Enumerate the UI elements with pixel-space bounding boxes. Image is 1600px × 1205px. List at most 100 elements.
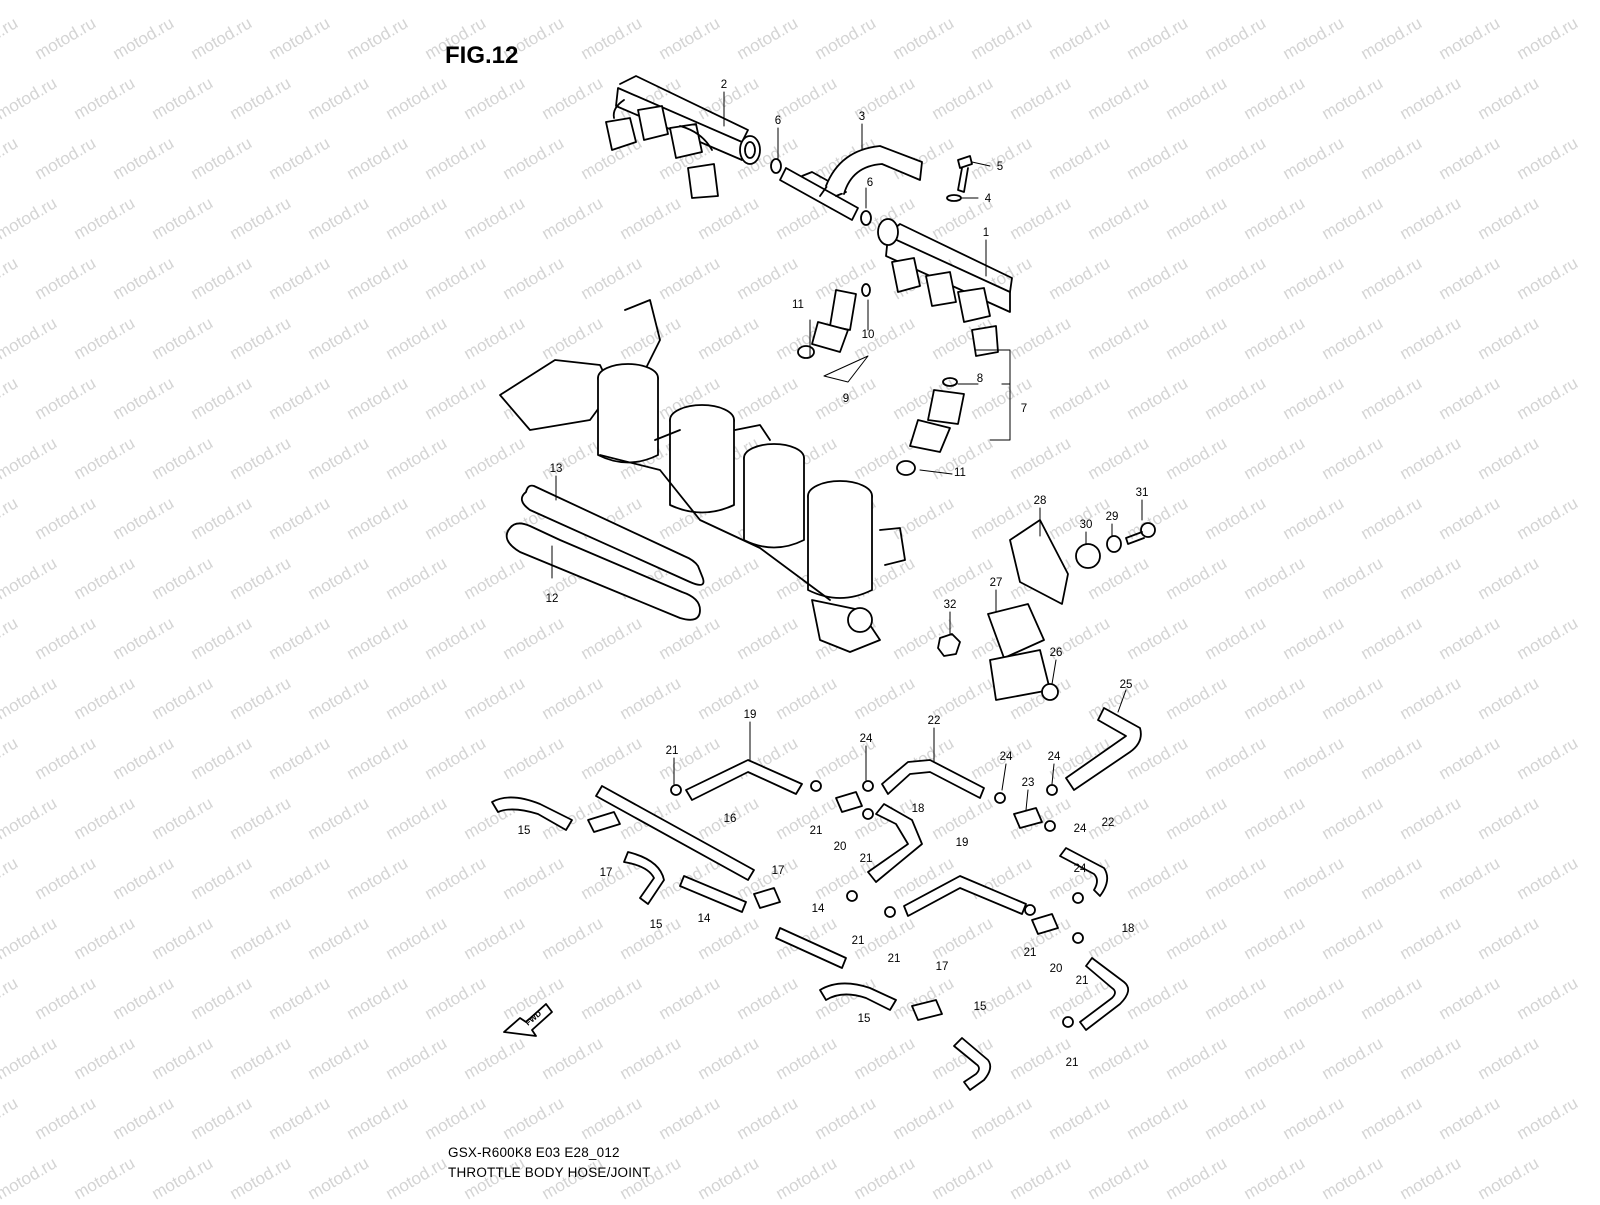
watermark-text: motod.ru bbox=[305, 673, 373, 723]
watermark-text: motod.ru bbox=[1280, 733, 1348, 783]
watermark-text: motod.ru bbox=[1397, 673, 1465, 723]
watermark-text: motod.ru bbox=[851, 1153, 919, 1200]
watermark-text: motod.ru bbox=[1358, 613, 1426, 663]
watermark-text: motod.ru bbox=[539, 193, 607, 243]
o-ring-6b bbox=[860, 210, 872, 226]
callout-c21e: 21 bbox=[888, 953, 901, 965]
o-ring-6a bbox=[770, 158, 782, 174]
watermark-text: motod.ru bbox=[968, 973, 1036, 1023]
watermark-text: motod.ru bbox=[71, 673, 139, 723]
watermark-text: motod.ru bbox=[1514, 133, 1582, 183]
callout-c17c: 17 bbox=[936, 961, 949, 973]
watermark-text: motod.ru bbox=[266, 493, 334, 543]
watermark-text: motod.ru bbox=[1397, 1033, 1465, 1083]
watermark-text: motod.ru bbox=[32, 373, 100, 423]
watermark-text: motod.ru bbox=[149, 433, 217, 483]
watermark-text: motod.ru bbox=[1358, 493, 1426, 543]
watermark-text: motod.ru bbox=[227, 73, 295, 123]
watermark-text: motod.ru bbox=[188, 373, 256, 423]
watermark-text: motod.ru bbox=[1163, 553, 1231, 603]
callout-c4: 4 bbox=[985, 193, 992, 205]
watermark-text: motod.ru bbox=[1319, 313, 1387, 363]
watermark-text: motod.ru bbox=[734, 973, 802, 1023]
bolt-31 bbox=[1125, 522, 1156, 545]
seal-10 bbox=[861, 283, 871, 297]
solenoid-valve-27 bbox=[987, 603, 1051, 701]
callout-c14b: 14 bbox=[812, 903, 825, 915]
watermark-text: motod.ru bbox=[1514, 373, 1582, 423]
watermark-text: motod.ru bbox=[383, 313, 451, 363]
watermark-text: motod.ru bbox=[266, 733, 334, 783]
watermark-text: motod.ru bbox=[1514, 733, 1582, 783]
watermark-text: motod.ru bbox=[110, 853, 178, 903]
watermark-text: motod.ru bbox=[1124, 133, 1192, 183]
watermark-text: motod.ru bbox=[0, 1153, 60, 1200]
watermark-text: motod.ru bbox=[383, 793, 451, 843]
watermark-text: motod.ru bbox=[461, 1033, 529, 1083]
watermark-text: motod.ru bbox=[1436, 1093, 1504, 1143]
watermark-text: motod.ru bbox=[1163, 433, 1231, 483]
watermark-text: motod.ru bbox=[71, 913, 139, 963]
watermark-text: motod.ru bbox=[1202, 733, 1270, 783]
watermark-text: motod.ru bbox=[0, 853, 21, 903]
watermark-text: motod.ru bbox=[1241, 1033, 1309, 1083]
watermark-text: motod.ru bbox=[0, 973, 21, 1023]
watermark-text: motod.ru bbox=[929, 793, 997, 843]
watermark-text: motod.ru bbox=[32, 493, 100, 543]
callout-c6b: 6 bbox=[867, 177, 873, 189]
watermark-text: motod.ru bbox=[383, 673, 451, 723]
callout-c32: 32 bbox=[944, 599, 957, 611]
watermark-text: motod.ru bbox=[500, 853, 568, 903]
callout-c23: 23 bbox=[1022, 777, 1035, 789]
watermark-text: motod.ru bbox=[0, 673, 60, 723]
watermark-text: motod.ru bbox=[1124, 373, 1192, 423]
watermark-text: motod.ru bbox=[149, 673, 217, 723]
watermark-text: motod.ru bbox=[1514, 493, 1582, 543]
watermark-text: motod.ru bbox=[0, 433, 60, 483]
watermark-text: motod.ru bbox=[305, 793, 373, 843]
watermark-text: motod.ru bbox=[344, 133, 412, 183]
watermark-text: motod.ru bbox=[32, 1093, 100, 1143]
watermark-text: motod.ru bbox=[1514, 973, 1582, 1023]
watermark-text: motod.ru bbox=[71, 0, 139, 3]
watermark-text: motod.ru bbox=[656, 13, 724, 63]
watermark-text: motod.ru bbox=[1241, 0, 1309, 3]
watermark-text: motod.ru bbox=[656, 1093, 724, 1143]
watermark-text: motod.ru bbox=[578, 613, 646, 663]
leader-lines bbox=[551, 91, 1143, 811]
watermark-text: motod.ru bbox=[1046, 1093, 1114, 1143]
watermark-text: motod.ru bbox=[1397, 73, 1465, 123]
watermark-text: motod.ru bbox=[1319, 793, 1387, 843]
callout-c19b: 19 bbox=[956, 837, 969, 849]
callout-c20b: 20 bbox=[1050, 963, 1063, 975]
watermark-text: motod.ru bbox=[773, 1153, 841, 1200]
watermark-text: motod.ru bbox=[422, 133, 490, 183]
watermark-text: motod.ru bbox=[1085, 793, 1153, 843]
watermark-text: motod.ru bbox=[1007, 1033, 1075, 1083]
watermark-text: motod.ru bbox=[1007, 0, 1075, 3]
watermark-text: motod.ru bbox=[1436, 973, 1504, 1023]
watermark-text: motod.ru bbox=[227, 1153, 295, 1200]
watermark-text: motod.ru bbox=[1358, 1093, 1426, 1143]
watermark-text: motod.ru bbox=[227, 313, 295, 363]
watermark-text: motod.ru bbox=[773, 0, 841, 3]
callout-c22a: 22 bbox=[928, 715, 941, 727]
watermark-text: motod.ru bbox=[0, 493, 21, 543]
watermark-text: motod.ru bbox=[1202, 493, 1270, 543]
callout-c18a: 18 bbox=[912, 803, 925, 815]
watermark-text: motod.ru bbox=[305, 913, 373, 963]
watermark-text: motod.ru bbox=[188, 973, 256, 1023]
watermark-text: motod.ru bbox=[344, 973, 412, 1023]
washer-4 bbox=[946, 194, 962, 202]
callout-c5: 5 bbox=[997, 161, 1003, 173]
watermark-text: motod.ru bbox=[695, 553, 763, 603]
watermark-text: motod.ru bbox=[266, 1093, 334, 1143]
watermark-text: motod.ru bbox=[1202, 373, 1270, 423]
watermark-text: motod.ru bbox=[734, 613, 802, 663]
watermark-text: motod.ru bbox=[1202, 253, 1270, 303]
callout-c24a: 24 bbox=[860, 733, 873, 745]
callout-c17a: 17 bbox=[600, 867, 613, 879]
watermark-text: motod.ru bbox=[656, 973, 724, 1023]
watermark-text: motod.ru bbox=[1280, 853, 1348, 903]
watermark-text: motod.ru bbox=[71, 1153, 139, 1200]
